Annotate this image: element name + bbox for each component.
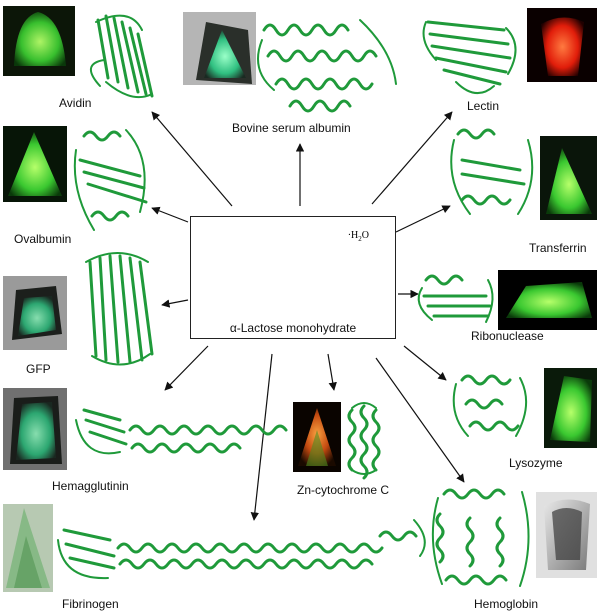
arrow-to-hemoglobin	[375, 357, 465, 483]
fibrinogen-structure	[57, 519, 426, 580]
label-ribonuclease: Ribonuclease	[471, 329, 544, 343]
lectin-crystal-photo	[527, 8, 597, 82]
avidin-structure	[90, 14, 154, 98]
hemagglutinin-structure	[75, 408, 288, 455]
zncyt-crystal-photo	[293, 402, 341, 472]
label-bsa: Bovine serum albumin	[232, 121, 351, 135]
gfp-crystal-photo	[3, 276, 67, 350]
lectin-structure	[422, 20, 517, 94]
transferrin-crystal-photo	[540, 136, 597, 220]
arrow-to-fibrinogen	[250, 353, 273, 521]
label-hemagglutinin: Hemagglutinin	[52, 479, 129, 493]
ribonuclease-structure	[417, 274, 494, 323]
arrow-to-ovalbumin	[151, 206, 189, 223]
bsa-crystal-photo	[183, 12, 256, 85]
label-lectin: Lectin	[467, 99, 500, 113]
arrow-to-transferrin	[395, 205, 451, 233]
lactose-box: ·H2O α-Lactose monohydrate	[190, 216, 396, 339]
hemoglobin-structure	[431, 488, 530, 587]
hemagglutinin-crystal-photo	[3, 388, 67, 470]
ovalbumin-structure	[73, 129, 148, 231]
gfp-structure	[85, 252, 154, 366]
arrow-to-lectin	[371, 111, 453, 205]
label-gfp: GFP	[26, 362, 51, 376]
transferrin-structure	[450, 128, 534, 215]
arrow-to-hemagglutinin	[164, 345, 209, 391]
arrow-to-lysozyme	[403, 345, 447, 381]
fibrinogen-crystal-photo	[3, 504, 53, 592]
compound-label: α-Lactose monohydrate	[229, 321, 357, 335]
water-of-hydration: ·H2O	[347, 230, 369, 243]
label-transferrin: Transferrin	[529, 241, 587, 255]
label-zncyt: Zn-cytochrome C	[297, 483, 390, 497]
ovalbumin-crystal-photo	[3, 126, 67, 202]
label-hemoglobin: Hemoglobin	[474, 597, 539, 611]
arrow-to-avidin	[151, 111, 233, 207]
ribonuclease-crystal-photo	[498, 270, 597, 330]
label-lysozyme: Lysozyme	[509, 456, 563, 470]
label-avidin: Avidin	[59, 96, 92, 110]
lysozyme-crystal-photo	[544, 368, 597, 448]
zncyt-structure	[347, 402, 381, 480]
label-fibrinogen: Fibrinogen	[62, 597, 119, 611]
arrow-to-zncyt	[327, 353, 337, 391]
avidin-crystal-photo	[3, 6, 75, 76]
bsa-structure	[257, 19, 397, 113]
lysozyme-structure	[452, 374, 527, 437]
reaction-arrows	[151, 111, 465, 521]
label-ovalbumin: Ovalbumin	[14, 232, 72, 246]
hemoglobin-crystal-photo	[536, 492, 597, 578]
arrow-to-gfp	[161, 299, 189, 308]
